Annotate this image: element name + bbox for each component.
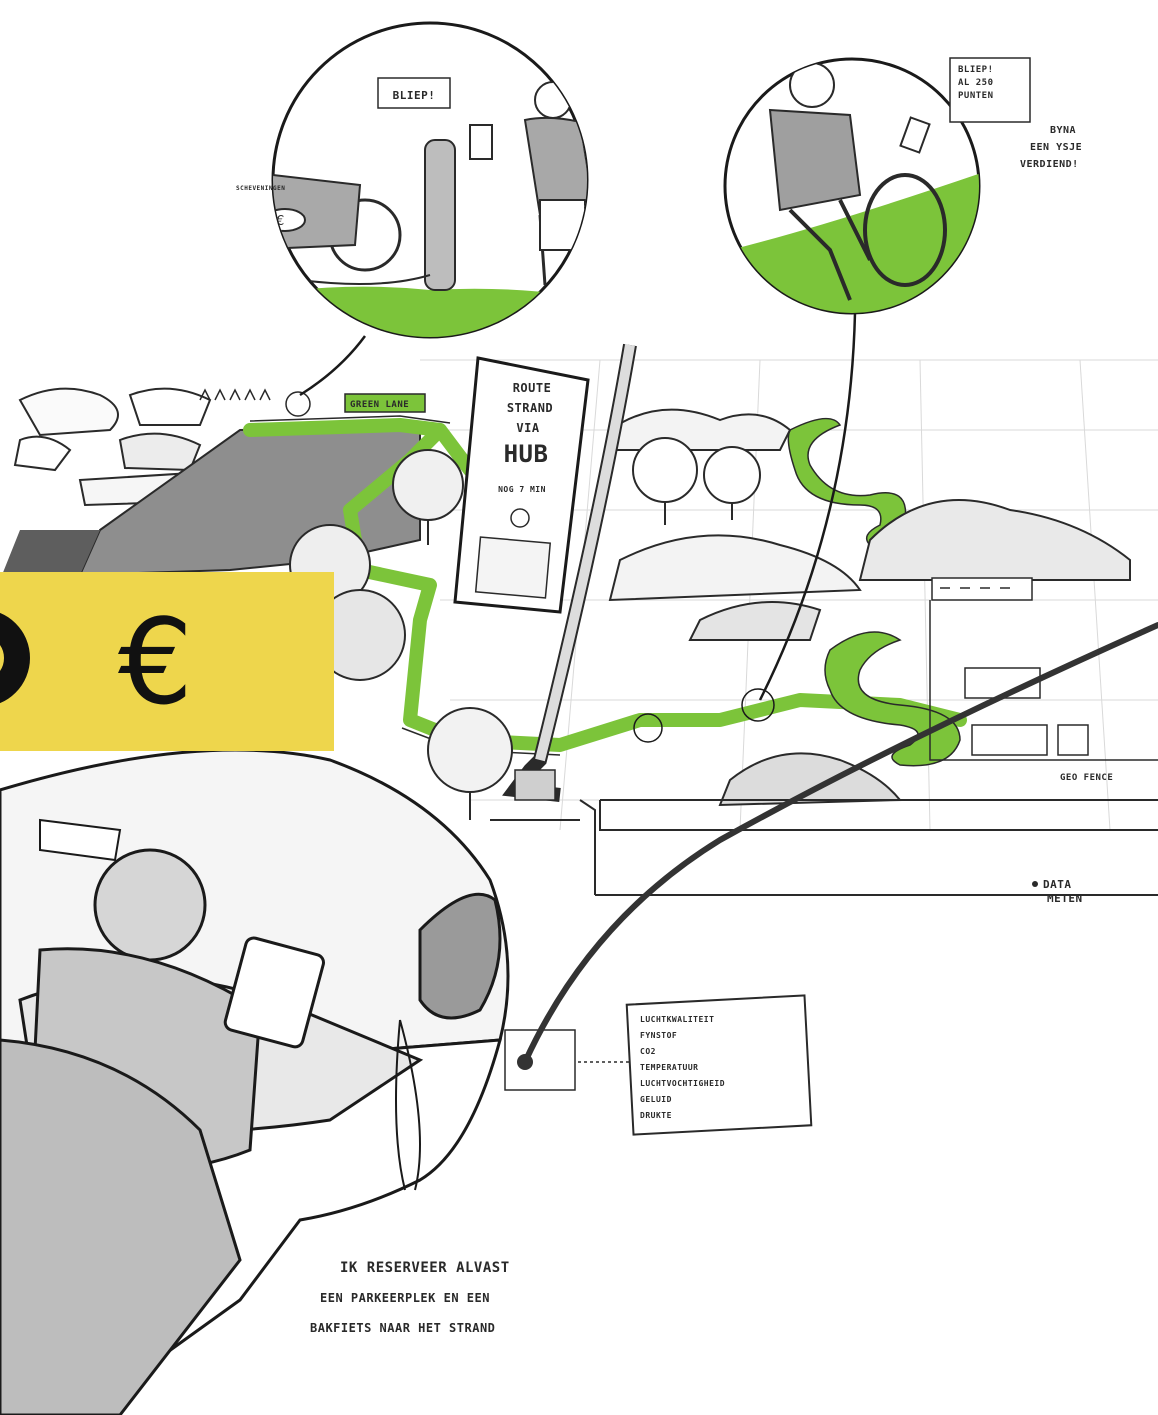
car-driver bbox=[0, 748, 510, 1415]
platform bbox=[490, 799, 1158, 896]
svg-text:BYNA: BYNA bbox=[1050, 125, 1076, 136]
svg-text:LUCHTVOCHTIGHEID: LUCHTVOCHTIGHEID bbox=[640, 1079, 725, 1088]
svg-text:BAKFIETS NAAR HET STRAND: BAKFIETS NAAR HET STRAND bbox=[310, 1321, 495, 1335]
bubble-connectors bbox=[299, 312, 857, 743]
svg-text:PUNTEN: PUNTEN bbox=[958, 91, 994, 101]
svg-text:EEN PARKEERPLEK EN EEN: EEN PARKEERPLEK EN EEN bbox=[320, 1291, 490, 1305]
arrow-connector bbox=[517, 622, 1158, 1070]
caption: IK RESERVEER ALVAST EEN PARKEERPLEK EN E… bbox=[310, 1260, 510, 1335]
svg-text:SCHEVENINGEN: SCHEVENINGEN bbox=[236, 185, 285, 192]
small-figures bbox=[199, 388, 311, 417]
svg-text:€: € bbox=[276, 214, 284, 229]
svg-text:LUCHTKWALITEIT: LUCHTKWALITEIT bbox=[640, 1015, 714, 1024]
bike-racks bbox=[929, 577, 1158, 761]
green-bike-lane bbox=[243, 418, 967, 752]
svg-text:NOG 7 MIN: NOG 7 MIN bbox=[498, 485, 546, 494]
road-shadow bbox=[0, 530, 100, 580]
svg-text:VERDIEND!: VERDIEND! bbox=[1020, 159, 1079, 170]
svg-text:DRUKTE: DRUKTE bbox=[640, 1111, 672, 1120]
svg-text:BLIEP!: BLIEP! bbox=[958, 65, 994, 75]
svg-text:STRAND: STRAND bbox=[507, 401, 553, 415]
svg-text:EEN YSJE: EEN YSJE bbox=[1030, 142, 1082, 153]
copyright-icon: © bbox=[0, 609, 30, 707]
svg-text:VIA: VIA bbox=[516, 421, 539, 435]
svg-text:FYNSTOF: FYNSTOF bbox=[640, 1031, 677, 1040]
data-label: DATA METEN bbox=[1032, 878, 1083, 905]
svg-text:GELUID: GELUID bbox=[640, 1095, 672, 1104]
bubble-cargo-bike: € BLIEP! SCHEVENINGEN bbox=[236, 21, 589, 339]
svg-text:TEMPERATUUR: TEMPERATUUR bbox=[640, 1063, 698, 1072]
svg-text:METEN: METEN bbox=[1047, 892, 1083, 905]
svg-text:CO2: CO2 bbox=[640, 1047, 656, 1056]
euro-icon: € bbox=[118, 593, 194, 731]
dunes bbox=[608, 408, 1131, 807]
green-lane-sign: GREEN LANE bbox=[344, 393, 426, 413]
svg-text:AL 250: AL 250 bbox=[958, 78, 994, 88]
geo-fence-label: GEO FENCE bbox=[1060, 773, 1113, 783]
svg-text:GREEN LANE: GREEN LANE bbox=[350, 400, 409, 410]
hub-pole bbox=[502, 343, 637, 802]
copyright-euro-badge: © € bbox=[0, 572, 334, 751]
svg-text:BLIEP!: BLIEP! bbox=[393, 89, 436, 102]
bubble-cyclist: BLIEP! AL 250 PUNTEN BYNA EEN YSJE VERDI… bbox=[723, 57, 1082, 315]
svg-text:HUB: HUB bbox=[504, 440, 549, 468]
svg-text:ROUTE: ROUTE bbox=[513, 381, 552, 395]
svg-text:DATA: DATA bbox=[1043, 878, 1072, 891]
svg-text:IK RESERVEER ALVAST: IK RESERVEER ALVAST bbox=[340, 1260, 510, 1276]
sensor-box: LUCHTKWALITEIT FYNSTOF CO2 TEMPERATUUR L… bbox=[504, 994, 813, 1136]
hub-sign: ROUTE STRAND VIA HUB NOG 7 MIN bbox=[453, 356, 590, 614]
